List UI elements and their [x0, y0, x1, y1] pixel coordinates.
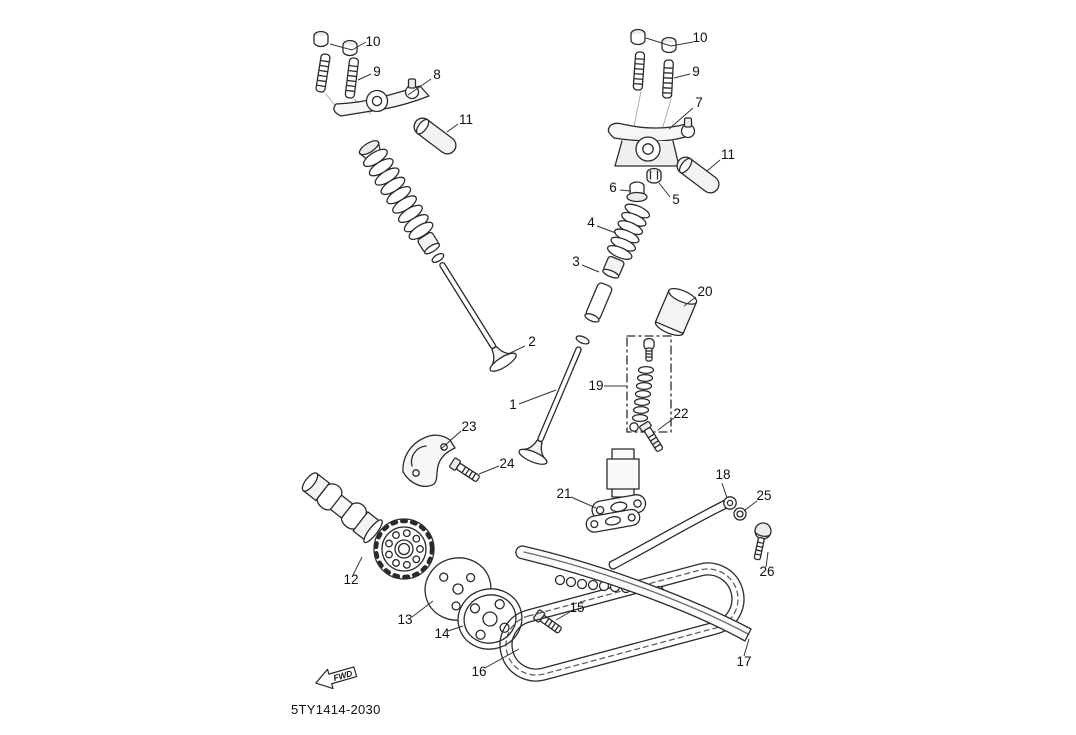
tensioner-oring — [629, 422, 639, 432]
adjuster-locknut — [646, 167, 662, 184]
callout-21: 21 — [556, 486, 571, 501]
callout-10-right: 10 — [692, 30, 707, 45]
callout-3: 3 — [572, 254, 580, 269]
callout-6: 6 — [609, 180, 617, 195]
valve-right-assembly — [518, 203, 651, 465]
callout-11-right: 11 — [721, 147, 735, 162]
callout-5: 5 — [672, 192, 680, 207]
callout-leader-lines — [329, 37, 769, 669]
callout-14: 14 — [434, 626, 450, 641]
camshaft-gear — [373, 518, 435, 580]
callout-4: 4 — [587, 215, 595, 230]
rocker-arm-right — [607, 117, 696, 167]
callout-26: 26 — [759, 564, 774, 579]
callout-22: 22 — [673, 406, 688, 421]
callout-15: 15 — [569, 600, 584, 615]
callout-1: 1 — [509, 397, 517, 412]
tensioner-bolt — [639, 420, 664, 452]
callout-10-left: 10 — [365, 34, 380, 49]
callout-9-right: 9 — [692, 64, 700, 79]
valve-stem-seal — [626, 181, 648, 203]
rocker-shaft-right — [676, 156, 720, 194]
callout-24: 24 — [499, 456, 515, 471]
fwd-marker: FWD — [315, 666, 358, 690]
guide-bolt — [753, 522, 772, 561]
valve-lifter — [654, 287, 698, 337]
callout-2: 2 — [528, 334, 536, 349]
valve-left-assembly — [358, 140, 517, 372]
callout-20: 20 — [697, 284, 712, 299]
camshaft — [301, 472, 383, 544]
chain-guide-lower — [515, 545, 752, 642]
callout-23: 23 — [461, 419, 476, 434]
right-studs — [632, 51, 674, 99]
chain-guide-upper — [608, 496, 737, 570]
callout-13: 13 — [397, 612, 412, 627]
callout-9-left: 9 — [373, 64, 381, 79]
callout-11-left: 11 — [459, 112, 473, 127]
diagram-code: 5TY1414-2030 — [291, 702, 381, 717]
tensioner-gasket — [585, 508, 641, 533]
valve-spring-left — [362, 148, 434, 240]
callout-17: 17 — [736, 654, 751, 669]
guide-washer — [733, 507, 747, 521]
tensioner-body — [585, 448, 647, 533]
callout-19: 19 — [588, 378, 603, 393]
tensioner-screw — [643, 337, 655, 362]
tensioner-assembly-box — [626, 335, 672, 433]
callout-12: 12 — [343, 572, 358, 587]
callout-8: 8 — [433, 67, 441, 82]
cam-sprocket — [457, 588, 523, 650]
tensioner-spring — [631, 365, 655, 423]
bracket-bolt — [449, 457, 480, 482]
right-acorn-nuts — [630, 28, 677, 54]
rocker-shaft-left — [413, 117, 457, 155]
valve-spring-right — [606, 203, 651, 260]
callout-18: 18 — [715, 467, 730, 482]
rocker-arm-left — [333, 78, 430, 117]
callout-25: 25 — [756, 488, 771, 503]
bearing-balls — [385, 529, 424, 569]
left-acorn-nuts — [313, 30, 358, 57]
callout-7: 7 — [695, 95, 703, 110]
left-studs — [315, 53, 360, 99]
callout-16: 16 — [471, 664, 486, 679]
